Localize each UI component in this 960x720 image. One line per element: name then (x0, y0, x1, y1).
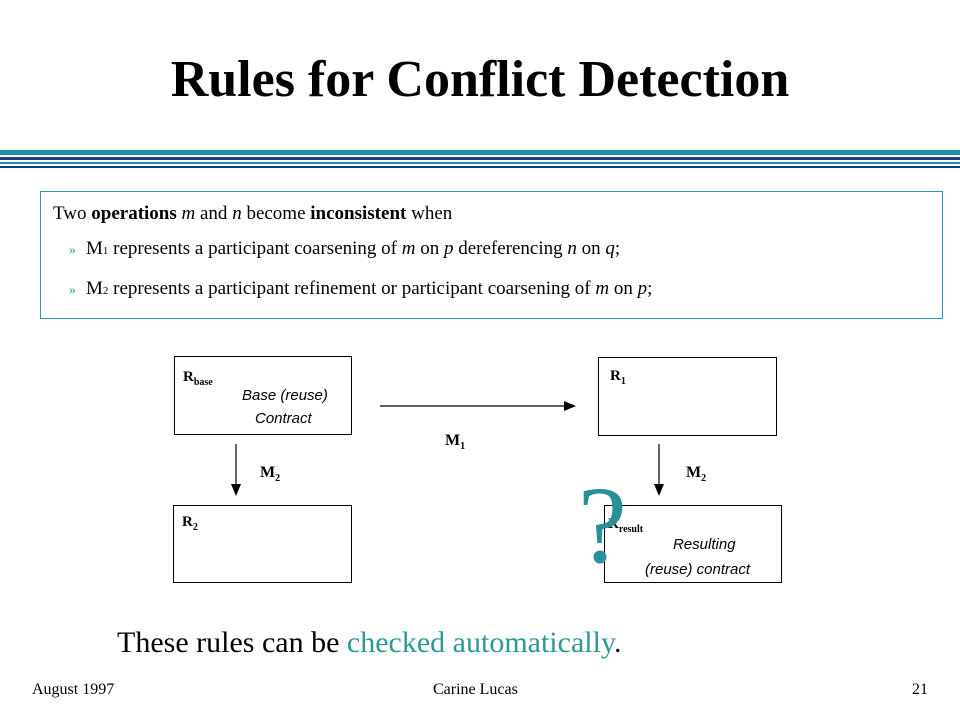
rresult-caption-line1: Resulting (673, 536, 736, 553)
m2-left-label: M2 (260, 464, 281, 485)
rresult-box: Rresult Resulting (reuse) contract (604, 505, 782, 583)
r1-box: R1 (598, 357, 777, 436)
title-rule (0, 150, 960, 155)
m1-label: M1 (445, 432, 466, 453)
rresult-caption-line2: (reuse) contract (645, 561, 751, 578)
rbase-label: Rbase (183, 369, 213, 388)
rbase-caption-line1: Base (reuse) (242, 387, 328, 404)
footer-date: August 1997 (32, 681, 115, 698)
m2-left-arrowhead (231, 484, 241, 496)
footer-author: Carine Lucas (433, 681, 518, 698)
rule-item-1: »M1 represents a participant coarsening … (69, 238, 621, 259)
conclusion-text: These rules can be checked automatically… (117, 626, 622, 659)
rbase-caption-line2: Contract (255, 410, 312, 427)
rbase-box: Rbase Base (reuse) Contract (174, 356, 352, 435)
question-mark-icon: ? (578, 464, 627, 586)
conclusion-highlight: checked automatically (346, 626, 614, 659)
r1-label: R1 (610, 368, 626, 387)
title-rule (0, 157, 960, 160)
slide-title: Rules for Conflict Detection (170, 51, 790, 108)
rules-box: Two operations m and n become inconsiste… (40, 191, 943, 319)
footer-page-number: 21 (912, 681, 928, 698)
rresult-label: Rresult (608, 516, 644, 535)
r2-label: R2 (182, 514, 198, 533)
bullet-icon: » (69, 243, 76, 258)
m2-right-label: M2 (686, 464, 707, 485)
m2-right-arrowhead (654, 484, 664, 496)
bullet-icon: » (69, 283, 76, 298)
rule-intro: Two operations m and n become inconsiste… (53, 203, 453, 224)
r2-box: R2 (173, 505, 352, 583)
title-rule (0, 162, 960, 164)
m1-arrowhead (564, 401, 576, 411)
title-rule (0, 166, 960, 168)
rule-item-2: »M2 represents a participant refinement … (69, 278, 653, 299)
